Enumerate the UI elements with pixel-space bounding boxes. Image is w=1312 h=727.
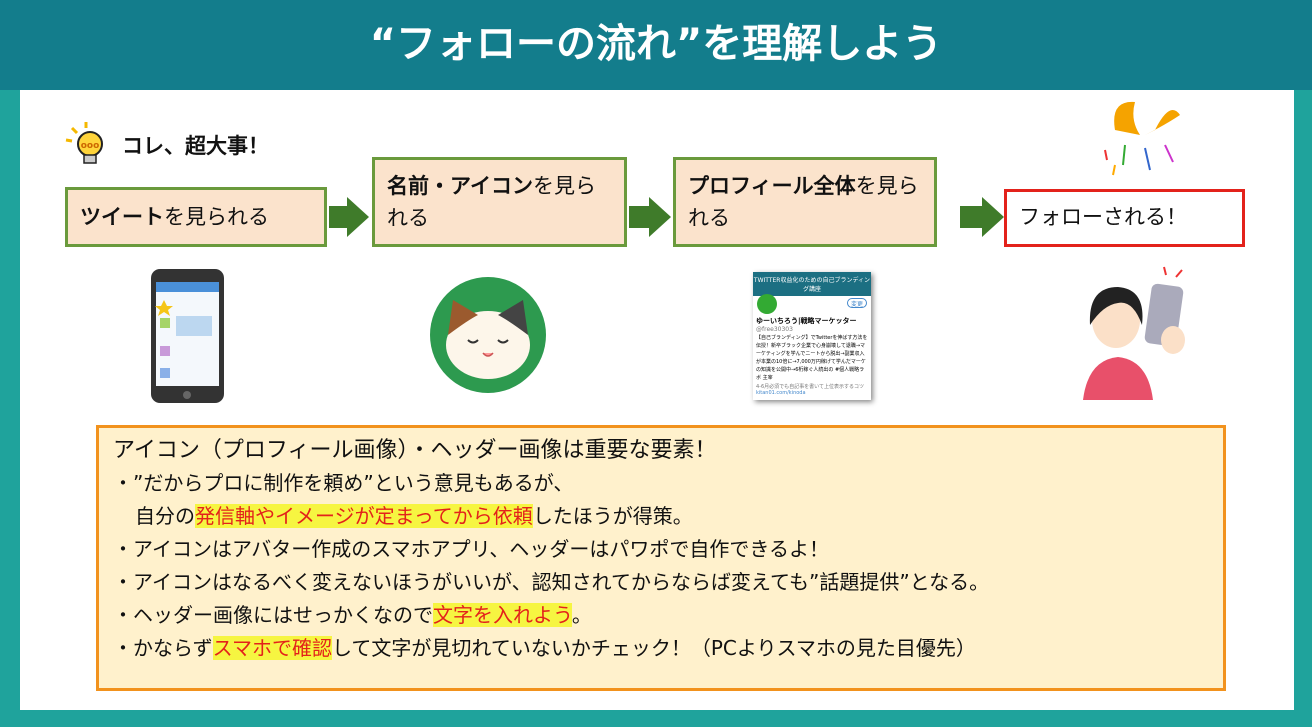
arrow-icon xyxy=(347,197,369,237)
lightbulb-icon: ooo xyxy=(65,122,103,164)
avatar xyxy=(757,294,777,314)
woman-smartphone-illustration xyxy=(1083,266,1185,400)
svg-text:ooo: ooo xyxy=(81,141,100,151)
arrow-icon xyxy=(649,197,671,237)
step-name-icon: 名前・アイコンを見られる xyxy=(372,157,627,247)
slide-body: ooo コレ、超大事！ ツイートを見られる 名前・アイコンを見られる プロフィー… xyxy=(20,90,1294,710)
smartphone-illustration xyxy=(151,269,224,403)
profile-link[interactable]: kitan01.com/kinoda xyxy=(756,390,806,396)
step-followed: フォローされる！ xyxy=(1004,189,1245,247)
profile-card: TWITTER収益化のための自己ブランディング講座 変更 ゆーいちろう|戦略マー… xyxy=(753,272,871,400)
party-popper-icon xyxy=(1104,101,1180,176)
follow-button[interactable]: 変更 xyxy=(846,298,867,308)
page-title: “フォローの流れ”を理解しよう xyxy=(0,0,1312,90)
info-box: アイコン（プロフィール画像）・ヘッダー画像は重要な要素！ ・”だからプロに制作を… xyxy=(96,425,1226,691)
tip-label: ooo コレ、超大事！ xyxy=(62,120,269,170)
step-profile: プロフィール全体を見られる xyxy=(673,157,937,247)
arrow-icon xyxy=(982,197,1004,237)
cat-icon-illustration xyxy=(430,277,546,393)
step-tweet: ツイートを見られる xyxy=(65,187,327,247)
